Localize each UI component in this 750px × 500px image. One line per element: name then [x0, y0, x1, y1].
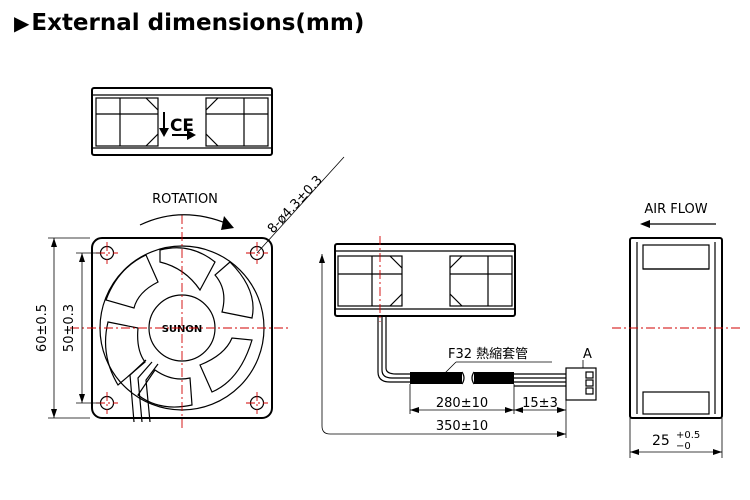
connector-icon	[565, 367, 597, 401]
fan-blades	[104, 247, 254, 408]
right-side-view: AIR FLOW 25 +0.5 −0	[612, 202, 740, 458]
hole-spec-label: 8-ø4.3±0.3	[265, 173, 326, 237]
dim-thickness: 25	[652, 433, 670, 449]
side-view-leads: A F32 熱縮套管 280±10 15±3 350±10	[319, 236, 597, 438]
rotation-arrow-icon	[139, 214, 234, 230]
dim-lead-to-tube: 280±10	[436, 396, 488, 411]
tube-label: F32 熱縮套管	[448, 346, 528, 362]
dim-thickness-plus: +0.5	[676, 430, 700, 441]
section-heading: ▶External dimensions(mm)	[14, 6, 364, 40]
front-view: SUNON ROTATION 8-ø4.3±0.3 60±0.5 50±0.3	[35, 156, 345, 430]
dim-hole-pitch: 50±0.3	[62, 304, 77, 352]
air-flow-label: AIR FLOW	[644, 202, 707, 217]
triangle-marker-icon: ▶	[14, 11, 30, 35]
ce-mark: CE	[170, 116, 194, 136]
rotation-airflow-arrow-icon	[159, 112, 196, 140]
rotation-label: ROTATION	[152, 192, 218, 207]
dim-thickness-minus: −0	[676, 441, 691, 452]
dim-tube-to-connector: 15±3	[522, 396, 558, 411]
connector-label: A	[583, 347, 592, 362]
top-view: CE	[91, 87, 273, 156]
dim-outer: 60±0.5	[35, 304, 50, 352]
air-flow-arrow-icon	[640, 220, 716, 228]
heading-text: External dimensions(mm)	[31, 10, 365, 36]
dim-total-lead: 350±10	[436, 419, 488, 434]
heat-shrink-tube	[410, 372, 462, 384]
dim-thickness-base: 25	[652, 433, 670, 449]
